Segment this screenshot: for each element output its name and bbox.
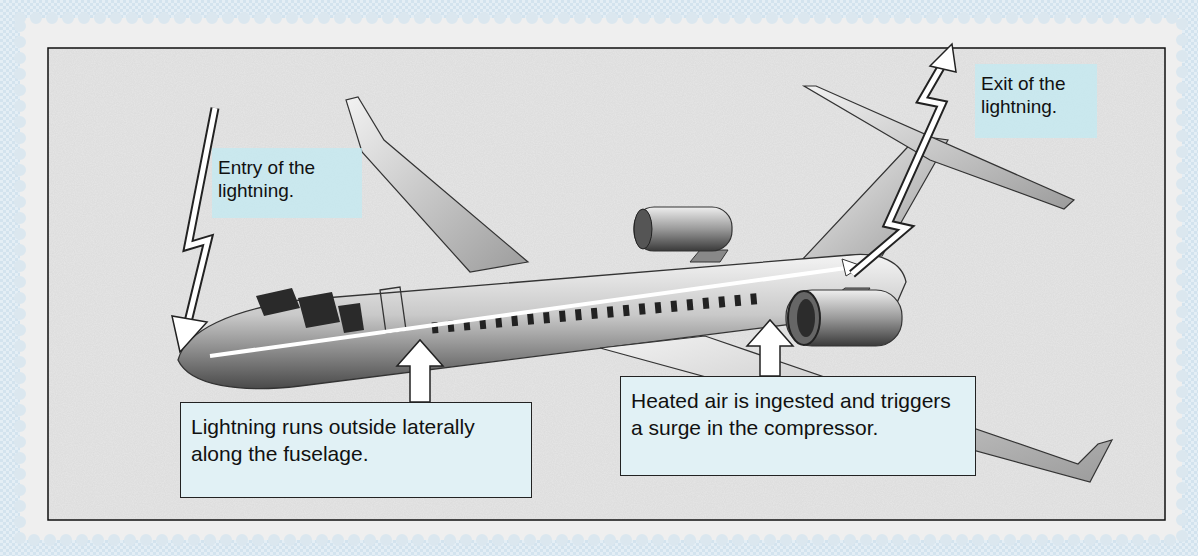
cockpit-window [256, 288, 300, 316]
panel-border [48, 48, 1165, 520]
far-engine [634, 207, 732, 251]
pointer-arrow [747, 320, 793, 376]
exit-bolt [852, 62, 944, 274]
entry-bolt [188, 108, 215, 322]
pointer-arrow [397, 340, 443, 402]
engine-inlet [634, 209, 652, 249]
entry-bolt-outline [188, 108, 215, 322]
far-wing [346, 97, 528, 272]
near-engine [786, 290, 902, 346]
callout-box: Heated air is ingested and triggers a su… [620, 376, 976, 476]
exit-bolt-outline [852, 62, 944, 274]
callout-box: Lightning runs outside laterally along t… [180, 402, 532, 498]
stamp-perforation [20, 18, 1182, 540]
cabin-door [380, 287, 406, 333]
stamp-paper [20, 18, 1182, 540]
cockpit-window [338, 303, 364, 333]
near-wing [600, 336, 1112, 482]
callout-label: Exit of the lightning. [975, 64, 1097, 138]
callout-text: Heated air is ingested and triggers a su… [631, 387, 965, 442]
callout-text: Exit of the lightning. [981, 72, 1091, 118]
exit-arrowhead [930, 44, 956, 72]
callout-label: Entry of the lightning. [212, 148, 362, 218]
textured-panel [48, 48, 1165, 520]
engine-fan [797, 299, 815, 337]
entry-arrowhead [172, 316, 207, 352]
callout-text: Entry of the lightning. [218, 156, 356, 202]
engine-inlet [788, 291, 820, 345]
callout-text: Lightning runs outside laterally along t… [191, 413, 521, 468]
cockpit-window [298, 292, 340, 328]
engine-pylon [690, 250, 728, 262]
